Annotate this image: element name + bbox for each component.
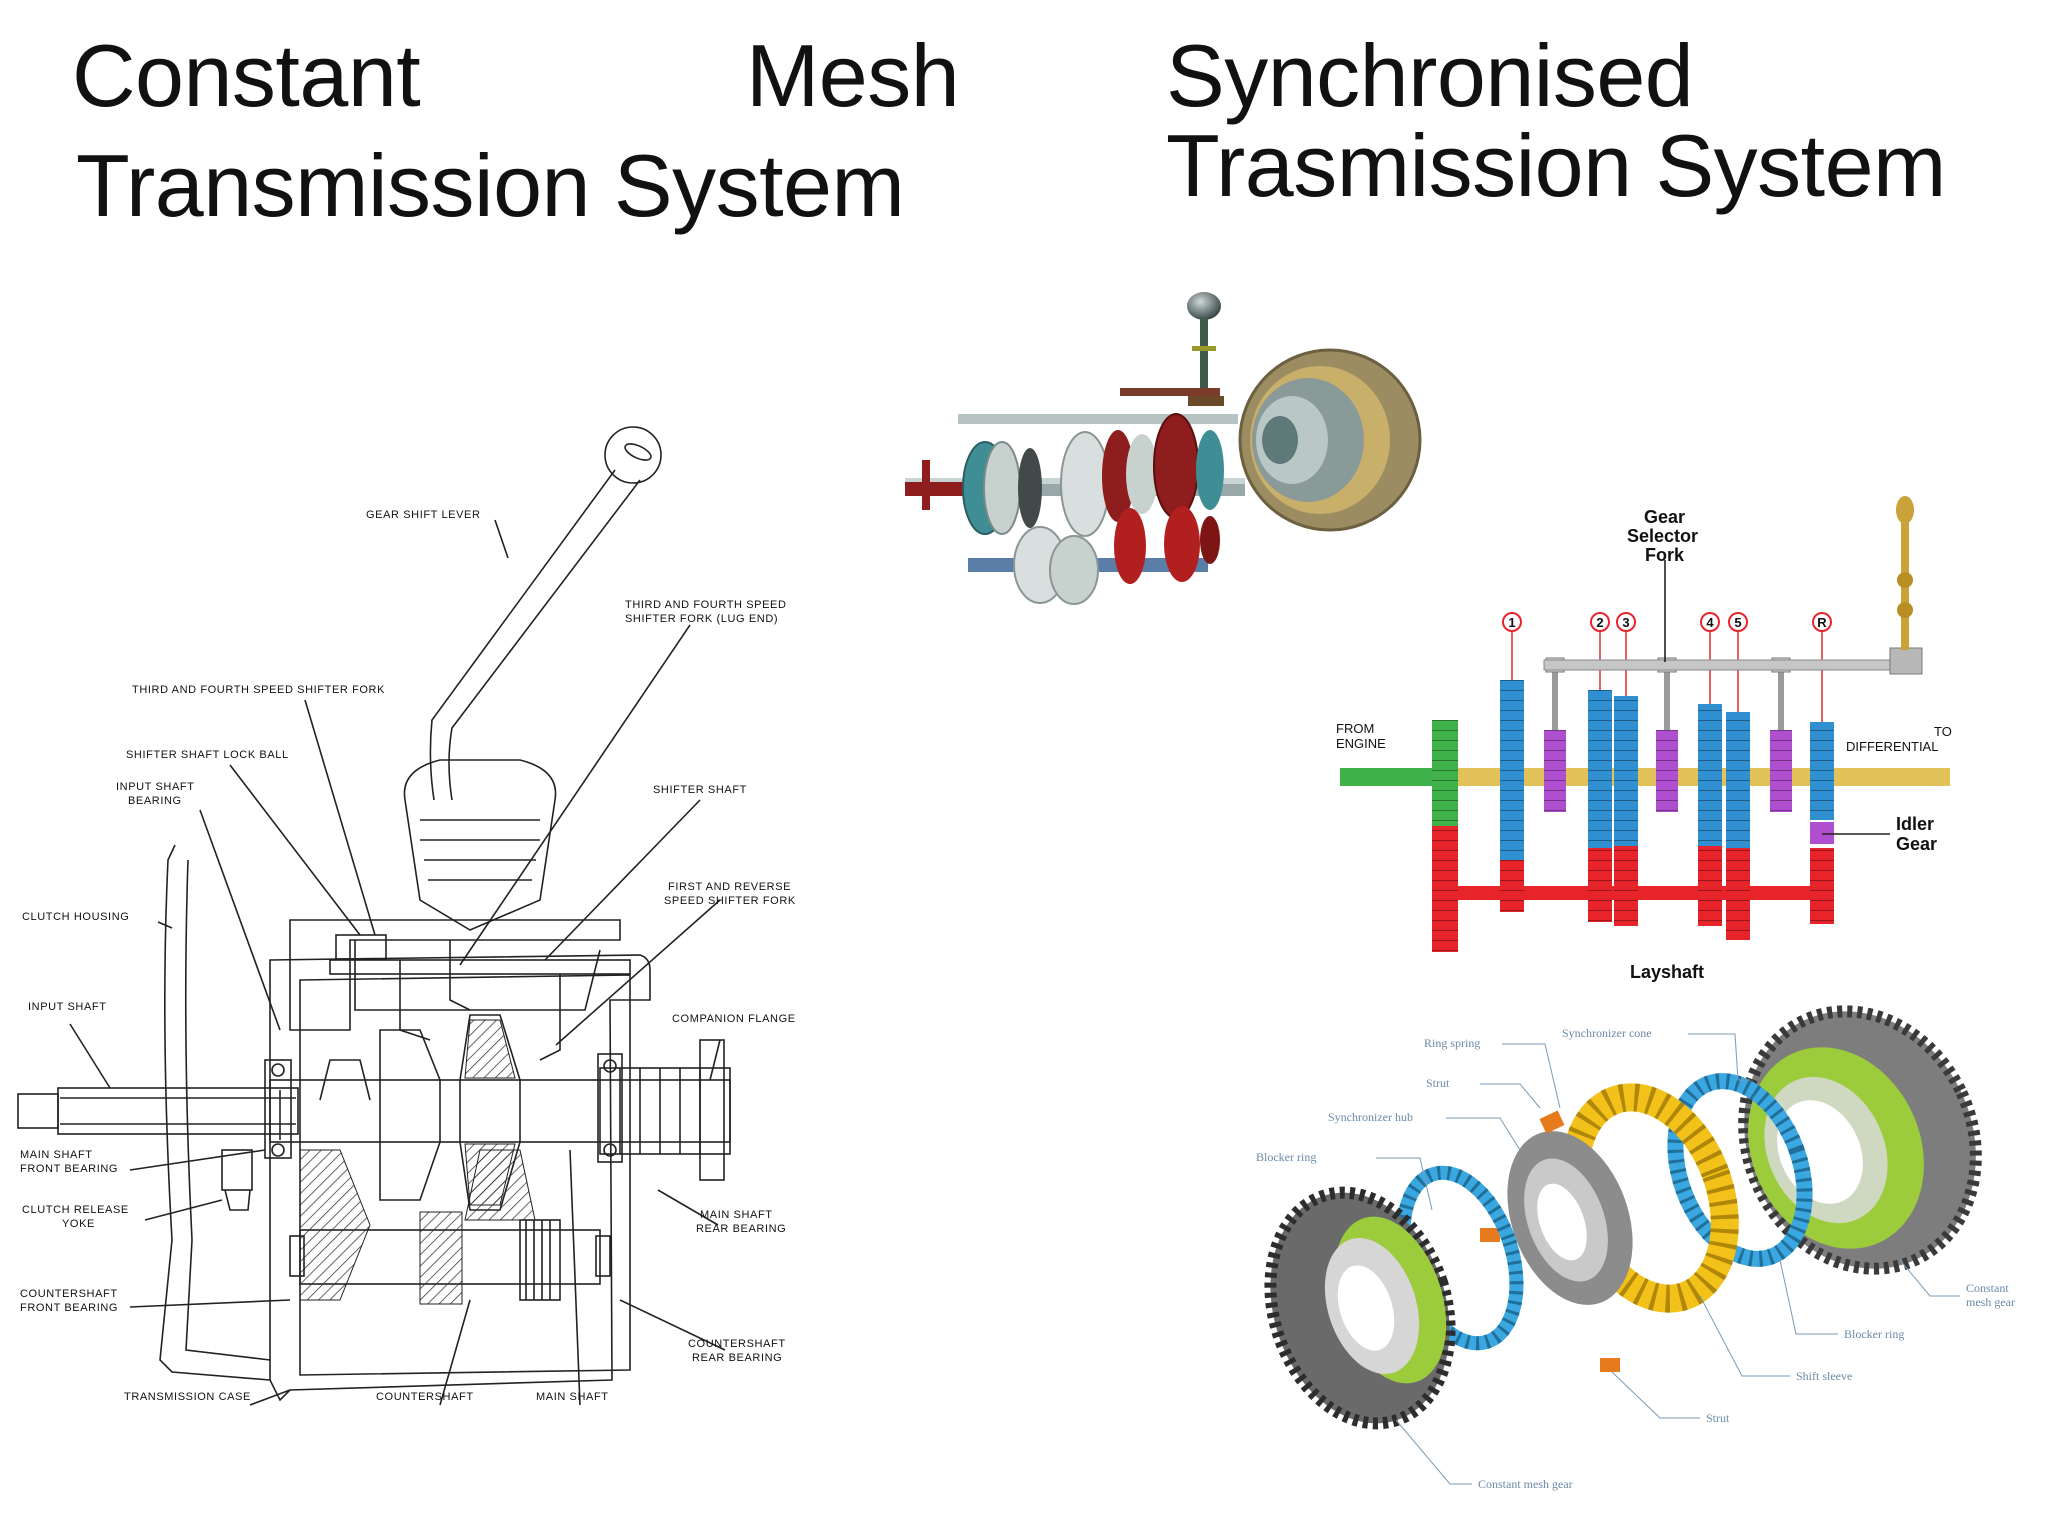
gearbox-3d-render	[905, 292, 1422, 605]
label-differential: DIFFERENTIAL	[1846, 739, 1938, 754]
label-shift-sleeve: Shift sleeve	[1796, 1369, 1852, 1383]
label-strut-bottom: Strut	[1706, 1411, 1730, 1425]
label-shifter-shaft: SHIFTER SHAFT	[653, 784, 747, 796]
title-constant: Constant	[72, 26, 421, 125]
label-transmission-case: TRANSMISSION CASE	[124, 1391, 251, 1403]
label-synchronizer-hub: Synchronizer hub	[1328, 1110, 1413, 1124]
label-layshaft: Layshaft	[1630, 962, 1704, 982]
label-to: TO	[1934, 724, 1952, 739]
gear-knob	[604, 426, 662, 484]
title-synchro-line2: Trasmission System	[1166, 116, 1946, 215]
label-main-rear-bearing-2: REAR BEARING	[696, 1223, 786, 1235]
label-main-front-bearing-2: FRONT BEARING	[20, 1163, 118, 1175]
title-synchronised: Synchronised	[1166, 26, 1694, 125]
label-first-reverse-2: SPEED SHIFTER FORK	[664, 895, 796, 907]
label-synchronizer-cone: Synchronizer cone	[1562, 1026, 1652, 1040]
label-engine: ENGINE	[1336, 736, 1386, 751]
label-gear-1: Gear	[1644, 507, 1685, 527]
leader-gear-shift-lever	[494, 519, 509, 559]
input-shaft-body	[57, 1087, 299, 1135]
title-constant-line2: Transmission System	[76, 136, 905, 235]
gear-number-badge	[1616, 612, 1636, 632]
label-constant-mesh-right-1: Constant	[1966, 1281, 2009, 1295]
gear-shift-lever	[429, 469, 641, 801]
label-third-fourth-fork-lug-1: THIRD AND FOURTH SPEED	[625, 599, 787, 611]
label-from: FROM	[1336, 721, 1374, 736]
label-counter-rear-2: REAR BEARING	[692, 1352, 782, 1364]
label-idler-gear: Gear	[1896, 834, 1937, 854]
label-third-fourth-fork: THIRD AND FOURTH SPEED SHIFTER FORK	[132, 684, 385, 696]
label-third-fourth-fork-lug-2: SHIFTER FORK (LUG END)	[625, 613, 778, 625]
label-main-shaft: MAIN SHAFT	[536, 1391, 609, 1403]
gear-number-label: 3	[1622, 615, 1629, 630]
label-blocker-ring-right: Blocker ring	[1844, 1327, 1904, 1341]
label-lock-ball: SHIFTER SHAFT LOCK BALL	[126, 749, 289, 761]
gear-number-label: 1	[1508, 615, 1515, 630]
main-front-bearing	[264, 1059, 292, 1159]
gear-number-label: 5	[1734, 615, 1741, 630]
gear-number-label: 4	[1706, 615, 1714, 630]
label-constant-mesh-bottom: Constant mesh gear	[1478, 1477, 1573, 1491]
label-strut-top: Strut	[1426, 1076, 1450, 1090]
label-ring-spring: Ring spring	[1424, 1036, 1480, 1050]
gearbox-schematic: 1 2 3 4 5 R Gear Selector Fork FROM ENGINE TO…	[1336, 496, 1952, 982]
gear-number-badge	[1502, 612, 1522, 632]
label-counter-rear-1: COUNTERSHAFT	[688, 1338, 786, 1350]
title-mesh: Mesh	[746, 26, 960, 125]
gear-number-label: 2	[1596, 615, 1603, 630]
label-clutch-yoke-1: CLUTCH RELEASE	[22, 1204, 129, 1216]
label-main-rear-bearing-1: MAIN SHAFT	[700, 1209, 773, 1221]
label-selector: Selector	[1627, 526, 1698, 546]
label-input-shaft: INPUT SHAFT	[28, 1001, 107, 1013]
gear-knob-3d	[1187, 292, 1221, 320]
label-input-bearing-2: BEARING	[128, 795, 182, 807]
label-companion-flange: COMPANION FLANGE	[672, 1013, 796, 1025]
input-shaft	[1340, 768, 1448, 786]
clutch-housing-outline	[159, 844, 271, 1381]
label-counter-front-1: COUNTERSHAFT	[20, 1288, 118, 1300]
label-clutch-housing: CLUTCH HOUSING	[22, 911, 129, 923]
label-countershaft: COUNTERSHAFT	[376, 1391, 474, 1403]
gear-number-badge	[1812, 612, 1832, 632]
label-clutch-yoke-2: YOKE	[62, 1218, 95, 1230]
label-counter-front-2: FRONT BEARING	[20, 1302, 118, 1314]
label-constant-mesh-right-2: mesh gear	[1966, 1295, 2015, 1309]
main-rear-bearing	[597, 1053, 623, 1163]
label-idler: Idler	[1896, 814, 1934, 834]
constant-mesh-cutaway: GEAR SHIFT LEVER THIRD AND FOURTH SPEED …	[17, 426, 796, 1406]
label-input-bearing-1: INPUT SHAFT	[116, 781, 195, 793]
label-blocker-ring-left: Blocker ring	[1256, 1150, 1316, 1164]
label-fork: Fork	[1645, 545, 1685, 565]
label-first-reverse-1: FIRST AND REVERSE	[668, 881, 791, 893]
synchronizer-exploded: Ring spring Synchronizer cone Strut Sync…	[1256, 1005, 2015, 1491]
companion-flange-body	[699, 1039, 725, 1181]
main-shaft-body	[269, 1079, 731, 1143]
label-main-front-bearing-1: MAIN SHAFT	[20, 1149, 93, 1161]
gear-number-badge	[1590, 612, 1610, 632]
gear-number-badge	[1728, 612, 1748, 632]
label-gear-shift-lever: GEAR SHIFT LEVER	[366, 509, 481, 521]
selector-rail	[1543, 659, 1891, 671]
gear-number-badge	[1700, 612, 1720, 632]
gear-number-label: R	[1817, 615, 1827, 630]
